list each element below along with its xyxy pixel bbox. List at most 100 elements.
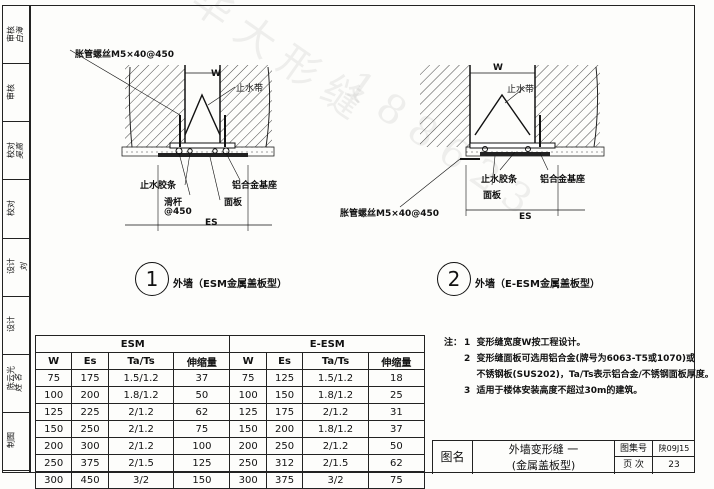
table-cell: 175 [265, 403, 304, 421]
signature-cell: 校对 [3, 180, 29, 239]
signature-cell: 陈云光姓 名 [3, 355, 29, 413]
signature-name: 吴高 [15, 142, 25, 159]
table-cell: 175 [71, 369, 109, 387]
note-line: 2 变形缝面板可选用铝合金(牌号为6063-T5或1070)或 [464, 354, 695, 364]
note-line: 1 变形缝宽度W按工程设计。 [464, 338, 586, 348]
table-cell: 75 [34, 369, 73, 387]
notes-lines: 1 变形缝宽度W按工程设计。 2 变形缝面板可选用铝合金(牌号为6063-T5或1… [464, 335, 714, 399]
table-cell: 250 [34, 454, 73, 472]
table-cell: 312 [265, 454, 304, 472]
group-e-esm: E-ESM [229, 335, 425, 353]
table-cell: 125 [173, 454, 231, 472]
group-esm: ESM [34, 335, 231, 353]
table-cell: 2/1.2 [107, 403, 175, 421]
table-cell: 250 [265, 437, 304, 455]
table-cell: 250 [71, 420, 109, 438]
signature-role: 校对 [6, 199, 16, 216]
table-cell: 100 [173, 437, 231, 455]
d2-rubber-strip-label: 止水胶条 [481, 175, 518, 185]
waterstop-label: 止水带 [236, 84, 264, 94]
title-block: 图名 外墙变形缝 一 (金属盖板型) 图集号 陕09J15 页 次 23 [432, 440, 695, 474]
table-cell: 3/2 [107, 471, 175, 489]
table-cell: 37 [367, 420, 426, 438]
table-cell: 125 [265, 369, 304, 387]
signature-cell: 审核白海 [3, 6, 29, 65]
table-cell: 200 [229, 437, 267, 455]
signature-cell: 校对吴高 [3, 122, 29, 181]
d2-base-label: 铝合金基座 [540, 175, 586, 185]
panel-label: 面板 [224, 198, 243, 208]
table-cell: 150 [34, 420, 73, 438]
notes-block: 注： 1 变形缝宽度W按工程设计。 2 变形缝面板可选用铝合金(牌号为6063-T… [444, 335, 714, 399]
table-cell: 1.5/1.2 [302, 369, 369, 387]
table-cell: 37 [173, 369, 231, 387]
column-header: Ta/Ts [107, 352, 175, 370]
column-header: 伸缩量 [173, 352, 231, 370]
column-header: Es [265, 352, 304, 370]
table-cell: 2/1.2 [107, 437, 175, 455]
table-cell: 3/2 [302, 471, 369, 489]
table-cell: 200 [71, 386, 109, 404]
rubber-strip-label: 止水胶条 [140, 181, 177, 191]
signature-role: 设计 [6, 316, 16, 333]
detail-2-number: 2 [437, 262, 471, 296]
table-cell: 300 [229, 471, 267, 489]
table-cell: 125 [34, 403, 73, 421]
column-header: W [34, 352, 73, 370]
note-line: 3 适用于楼体安装高度不超过30m的建筑。 [464, 386, 643, 396]
table-cell: 150 [229, 420, 267, 438]
table-cell: 75 [173, 420, 231, 438]
table-cell: 150 [173, 471, 231, 489]
base-label: 铝合金基座 [232, 181, 278, 191]
table-cell: 1.8/1.2 [302, 386, 369, 404]
table-cell: 125 [229, 403, 267, 421]
table-cell: 2/1.2 [302, 437, 369, 455]
signature-cell: 审核 [3, 64, 29, 123]
table-cell: 31 [367, 403, 426, 421]
detail-2-caption: 外墙（E-ESM金属盖板型） [475, 279, 600, 290]
detail-1-number: 1 [135, 262, 169, 296]
atlas-number: 陕09J15 [652, 441, 695, 457]
table-cell: 300 [71, 437, 109, 455]
title-label: 图名 [432, 441, 472, 474]
bolt-label: 胀管螺丝M5×40@450 [75, 50, 175, 60]
table-cell: 250 [229, 454, 267, 472]
signature-name: 白海 [15, 26, 25, 43]
note-line: 不锈钢板(SUS202)，Ta/Ts表示铝合金/不锈钢面板厚度。 [464, 370, 714, 380]
table-cell: 2/1.2 [107, 420, 175, 438]
table-cell: 100 [229, 386, 267, 404]
table-cell: 50 [173, 386, 231, 404]
table-cell: 2/1.2 [302, 403, 369, 421]
d2-width-dim-label: W [493, 63, 503, 73]
table-cell: 1.8/1.2 [302, 420, 369, 438]
width-dim-label: W [211, 69, 221, 79]
table-cell: 75 [229, 369, 267, 387]
d2-waterstop-label: 止水带 [507, 85, 535, 95]
notes-prefix: 注： [444, 338, 463, 348]
signature-cell: 设计刘 [3, 239, 29, 297]
page-number: 23 [652, 457, 695, 474]
table-cell: 375 [265, 471, 304, 489]
title-line-1: 外墙变形缝 一 [472, 441, 614, 458]
signature-strip: 审核白海审核校对吴高校对设计刘设计陈云光姓 名制图 [2, 5, 30, 473]
table-cell: 75 [367, 471, 426, 489]
signature-role: 制图 [6, 432, 16, 449]
es-dim-label: ES [205, 218, 218, 228]
signature-name: 刘 [19, 263, 29, 272]
d2-es-dim-label: ES [519, 212, 532, 222]
table-cell: 1.5/1.2 [107, 369, 175, 387]
signature-cell: 制图 [3, 413, 29, 471]
table-cell: 2/1.5 [302, 454, 369, 472]
atlas-label: 图集号 [614, 441, 652, 457]
d2-panel-label: 面板 [483, 191, 502, 201]
column-header: 伸缩量 [367, 352, 426, 370]
column-header: W [229, 352, 267, 370]
